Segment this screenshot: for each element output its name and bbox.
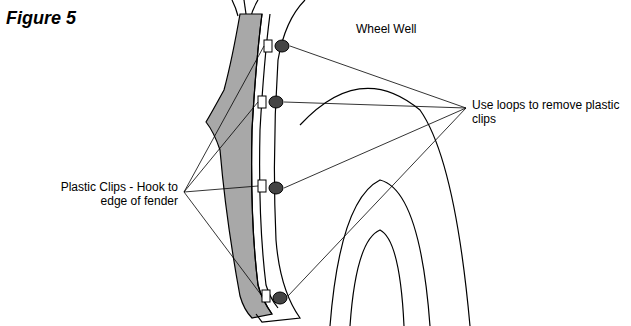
- leader-line: [290, 46, 466, 108]
- plastic-clip: [262, 290, 270, 302]
- body-line: [244, 0, 246, 14]
- leader-line: [184, 186, 258, 192]
- leader-line: [184, 192, 262, 296]
- clip-loop: [269, 182, 283, 194]
- leader-line: [288, 108, 466, 296]
- plastic-clip: [258, 180, 266, 192]
- part-label: Wheel Well: [356, 22, 416, 36]
- fender-edge: [260, 14, 278, 308]
- leader-line: [184, 46, 264, 192]
- fender-edge: [252, 14, 272, 314]
- body-line: [232, 0, 238, 16]
- fender-panel: [206, 14, 272, 318]
- leader-line: [284, 102, 466, 108]
- tire-outline: [350, 230, 404, 326]
- callout-note: Plastic Clips - Hook to edge of fender: [50, 180, 178, 209]
- tire-outline: [330, 180, 430, 326]
- callout-note: Use loops to remove plastic clips: [472, 98, 622, 127]
- plastic-clip: [258, 96, 266, 108]
- clip-loop: [275, 40, 289, 52]
- leader-line: [284, 108, 466, 188]
- tire-outline: [300, 88, 470, 326]
- clip-loop: [269, 96, 283, 108]
- clip-loop: [273, 292, 287, 304]
- figure-title: Figure 5: [6, 8, 76, 29]
- plastic-clip: [264, 40, 272, 52]
- leader-line: [184, 102, 258, 192]
